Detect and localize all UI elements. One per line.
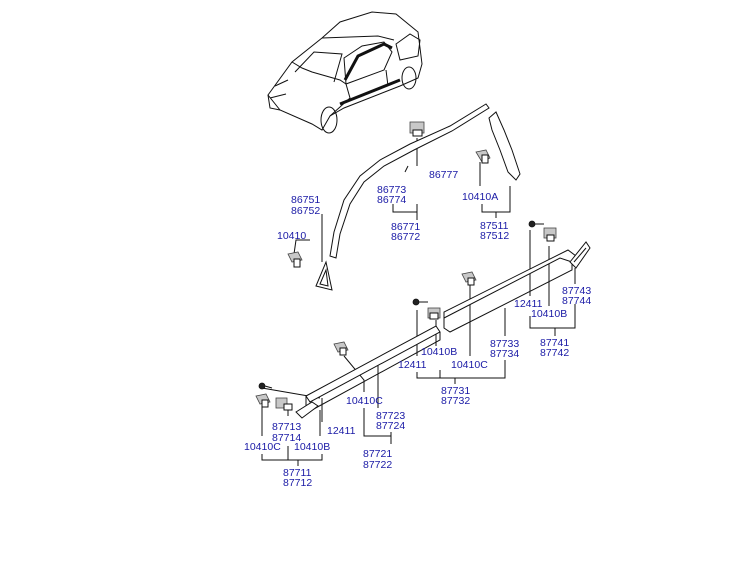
part-label-86772[interactable]: 86772 [391, 231, 420, 243]
part-label-86773[interactable]: 86773 [377, 184, 406, 196]
part-label-87713[interactable]: 87713 [272, 421, 301, 433]
part-label-87742[interactable]: 87742 [540, 347, 569, 359]
part-label-86771[interactable]: 86771 [391, 221, 420, 233]
part-label-87711[interactable]: 87711 [283, 467, 312, 479]
part-label-87741[interactable]: 87741 [540, 337, 569, 349]
clip-10410b-mid [427, 307, 441, 320]
clip-86777 [409, 121, 425, 137]
screw-12411-front [258, 382, 273, 390]
part-label-87722[interactable]: 87722 [363, 459, 392, 471]
part-label-87743[interactable]: 87743 [562, 285, 591, 297]
part-label-86777[interactable]: 86777 [429, 169, 458, 181]
clip-10410b-front [275, 397, 293, 411]
part-label-87712[interactable]: 87712 [283, 477, 312, 489]
part-label-86774[interactable]: 86774 [377, 194, 406, 206]
part-label-12411-right[interactable]: 12411 [514, 298, 543, 310]
part-label-87734[interactable]: 87734 [490, 348, 519, 360]
part-label-87744[interactable]: 87744 [562, 295, 591, 307]
part-label-87733[interactable]: 87733 [490, 338, 519, 350]
rear-pillar-garnish [488, 111, 521, 181]
part-label-87731[interactable]: 87731 [441, 385, 470, 397]
part-label-10410c-left[interactable]: 10410C [346, 395, 383, 407]
clip-10410a [475, 149, 491, 164]
clip-10410b-right [543, 227, 557, 242]
part-label-87714[interactable]: 87714 [272, 432, 301, 444]
part-label-87724[interactable]: 87724 [376, 420, 405, 432]
part-label-87721[interactable]: 87721 [363, 448, 392, 460]
part-label-12411-front[interactable]: 12411 [327, 425, 356, 437]
part-label-10410b-right[interactable]: 10410B [531, 308, 567, 320]
clip-10410c-front [255, 393, 271, 408]
part-label-87511[interactable]: 87511 [480, 220, 509, 232]
corner-piece [315, 260, 333, 291]
clip-10410c-left [333, 341, 349, 356]
parts [255, 103, 591, 419]
fender-moulding [295, 401, 319, 419]
roof-moulding [329, 103, 490, 259]
leader-lines [261, 138, 576, 466]
part-label-12411-mid[interactable]: 12411 [398, 359, 427, 371]
part-label-10410b-front[interactable]: 10410B [294, 441, 330, 453]
clip-10410c-mid [461, 271, 477, 286]
part-label-10410[interactable]: 10410 [277, 230, 306, 242]
clip-10410 [287, 251, 303, 268]
screw-12411-right [528, 220, 544, 228]
part-label-86752[interactable]: 86752 [291, 205, 320, 217]
part-number-labels: 86751 86752 10410 86773 86774 86777 8677… [244, 169, 591, 489]
part-label-86751[interactable]: 86751 [291, 194, 320, 206]
part-label-87723[interactable]: 87723 [376, 410, 405, 422]
vehicle-illustration [267, 11, 423, 134]
part-label-87512[interactable]: 87512 [480, 230, 509, 242]
part-label-10410c-front[interactable]: 10410C [244, 441, 281, 453]
screw-12411-mid [412, 298, 428, 306]
part-label-10410a[interactable]: 10410A [462, 191, 498, 203]
part-label-10410c-mid[interactable]: 10410C [451, 359, 488, 371]
part-label-87732[interactable]: 87732 [441, 395, 470, 407]
part-label-10410b-mid[interactable]: 10410B [421, 346, 457, 358]
